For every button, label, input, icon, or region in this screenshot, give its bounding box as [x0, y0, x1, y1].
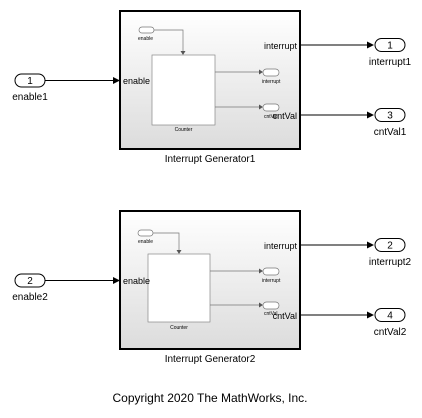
outport-number: 2 — [387, 241, 393, 252]
subsystem2-output-port-cntval: cntVal — [273, 311, 297, 321]
outport-cntval1[interactable]: 3 — [374, 108, 406, 122]
inport-number: 2 — [27, 276, 33, 287]
interrupt-goto-thumbnail — [262, 68, 280, 77]
counter-block-thumbnail — [147, 253, 211, 323]
outport-interrupt1[interactable]: 1 — [374, 38, 406, 52]
enable-tag-label: enable — [138, 239, 153, 245]
subsystem2-input-port-label: enable — [123, 276, 150, 286]
cntval-goto-label: cntVal — [264, 114, 278, 120]
outport-number: 4 — [387, 311, 393, 322]
subsystem1-output-port-cntval: cntVal — [273, 111, 297, 121]
subsystem1-name: Interrupt Generator1 — [165, 154, 256, 165]
enable-tag-label: enable — [138, 36, 153, 42]
inport-enable2-label: enable2 — [12, 292, 48, 303]
counter-block-thumbnail — [151, 54, 216, 126]
counter-block-label: Counter — [170, 325, 188, 331]
inport-enable2[interactable]: 2 — [14, 273, 46, 288]
outport-interrupt2[interactable]: 2 — [374, 238, 406, 252]
copyright-text: Copyright 2020 The MathWorks, Inc. — [113, 391, 308, 405]
cntval-goto-thumbnail — [262, 103, 280, 112]
outport-cntval2[interactable]: 4 — [374, 308, 406, 322]
outport-number: 3 — [387, 111, 393, 122]
interrupt-goto-label: interrupt — [262, 278, 281, 284]
inport-enable1[interactable]: 1 — [14, 73, 46, 88]
counter-block-label: Counter — [175, 127, 193, 133]
cntval-goto-thumbnail — [262, 301, 280, 310]
outport-cntval2-label: cntVal2 — [374, 327, 407, 338]
subsystem2-name: Interrupt Generator2 — [165, 354, 256, 365]
outport-interrupt2-label: interrupt2 — [369, 257, 412, 268]
outport-number: 1 — [387, 41, 393, 52]
inport-number: 1 — [27, 76, 33, 87]
enable-tag-thumbnail — [138, 26, 155, 34]
inport-enable1-label: enable1 — [12, 92, 48, 103]
subsystem-interrupt-generator2[interactable]: enable Counter interrupt cntVal enable i… — [119, 210, 301, 350]
enable-tag-thumbnail — [137, 229, 154, 237]
subsystem1-output-port-interrupt: interrupt — [264, 41, 298, 51]
interrupt-goto-thumbnail — [262, 267, 280, 276]
subsystem2-output-port-interrupt: interrupt — [264, 241, 298, 251]
outport-interrupt1-label: interrupt1 — [369, 57, 412, 68]
subsystem-interrupt-generator1[interactable]: enable Counter interrupt cntVal enable i… — [119, 10, 301, 150]
interrupt-goto-label: interrupt — [262, 79, 281, 85]
cntval-goto-label: cntVal — [264, 311, 278, 317]
subsystem1-input-port-label: enable — [123, 76, 150, 86]
outport-cntval1-label: cntVal1 — [374, 127, 407, 138]
